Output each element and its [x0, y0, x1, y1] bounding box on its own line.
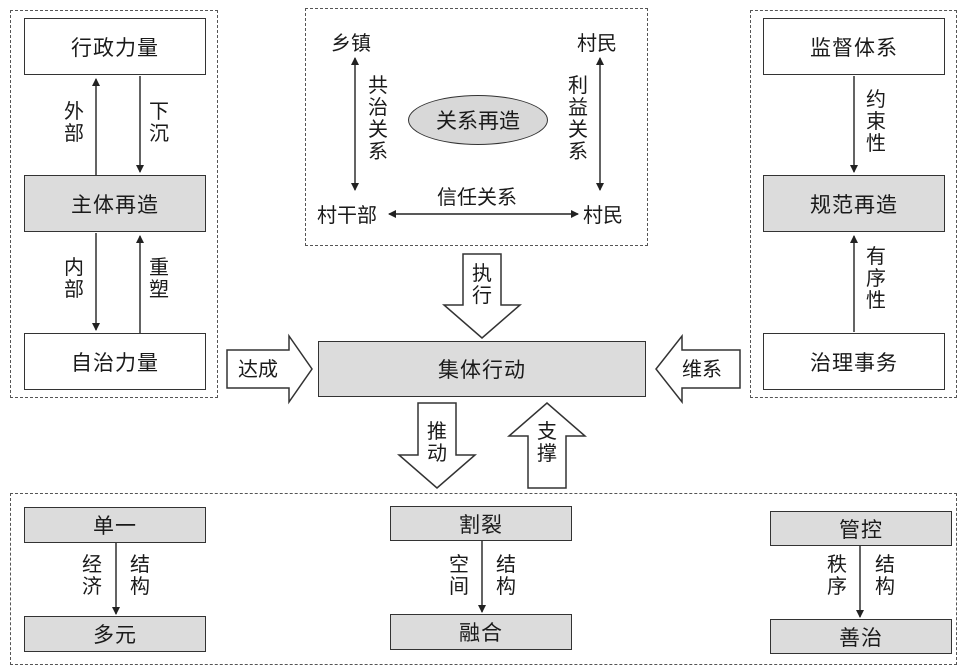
- label-spatial: 空间: [449, 552, 469, 598]
- label-maintain: 维系: [682, 357, 722, 381]
- collective-action-box: 集体行动: [318, 341, 646, 397]
- pluralism-box: 多元: [24, 616, 206, 652]
- label-structure-1: 结构: [130, 552, 150, 598]
- label-achieve: 达成: [238, 357, 278, 381]
- administrative-force-box: 行政力量: [24, 18, 206, 75]
- node-villagers-top: 村民: [577, 31, 617, 55]
- label-execute: 执行: [472, 261, 492, 307]
- left-group-frame: [10, 10, 218, 398]
- relation-reconstruction-ellipse: 关系再造: [408, 95, 548, 145]
- governance-affairs-box: 治理事务: [763, 333, 945, 390]
- right-group-frame: [750, 10, 957, 398]
- label-sink: 下沉: [149, 99, 169, 145]
- fragmentation-box: 割裂: [390, 506, 572, 541]
- label-constraint: 约束性: [866, 87, 886, 155]
- center-group-frame: [305, 8, 648, 246]
- label-internal: 内部: [64, 255, 84, 301]
- label-promote: 推动: [427, 419, 447, 465]
- label-co-governance: 共治关系: [368, 73, 388, 163]
- bottom-group-frame: [10, 493, 957, 665]
- autonomous-force-box: 自治力量: [24, 333, 206, 390]
- label-order-bottom: 秩序: [827, 552, 847, 598]
- norm-reconstruction-box: 规范再造: [763, 175, 945, 232]
- control-box: 管控: [770, 511, 952, 546]
- label-structure-2: 结构: [496, 552, 516, 598]
- label-structure-3: 结构: [875, 552, 895, 598]
- label-order: 有序性: [866, 244, 886, 312]
- label-external: 外部: [64, 99, 84, 145]
- single-box: 单一: [24, 507, 206, 543]
- label-reshape: 重塑: [149, 255, 169, 301]
- good-governance-box: 善治: [770, 619, 952, 654]
- node-village-cadres: 村干部: [317, 203, 377, 227]
- node-township: 乡镇: [331, 31, 371, 55]
- label-support: 支撑: [537, 419, 557, 465]
- label-interest: 利益关系: [568, 73, 588, 163]
- supervision-system-box: 监督体系: [763, 18, 945, 75]
- label-economic: 经济: [82, 552, 102, 598]
- node-villagers-bottom: 村民: [583, 203, 623, 227]
- subject-reconstruction-box: 主体再造: [24, 175, 206, 232]
- integration-box: 融合: [390, 614, 572, 650]
- label-trust: 信任关系: [437, 185, 517, 209]
